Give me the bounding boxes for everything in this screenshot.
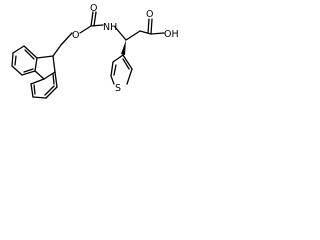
carbonyl-oxygen-label: O — [90, 3, 97, 14]
carbamate-chain — [52, 11, 104, 57]
amino-acid-backbone — [114, 18, 165, 41]
nh-label: NH — [103, 22, 117, 33]
fluorene-five-ring — [34, 55, 56, 80]
thiophene-ring — [110, 54, 133, 85]
thiophene-sulfur-label: S — [115, 83, 121, 94]
acid-oxygen-label: O — [146, 9, 153, 20]
wedge-bond — [121, 40, 126, 55]
hydroxyl-label: OH — [164, 29, 179, 40]
fluorene-right-ring — [30, 71, 58, 99]
fluorene-left-ring — [11, 45, 38, 76]
ester-oxygen-label: O — [72, 30, 79, 41]
fmoc-amino-acid-structure: O O NH O OH S — [11, 3, 179, 99]
